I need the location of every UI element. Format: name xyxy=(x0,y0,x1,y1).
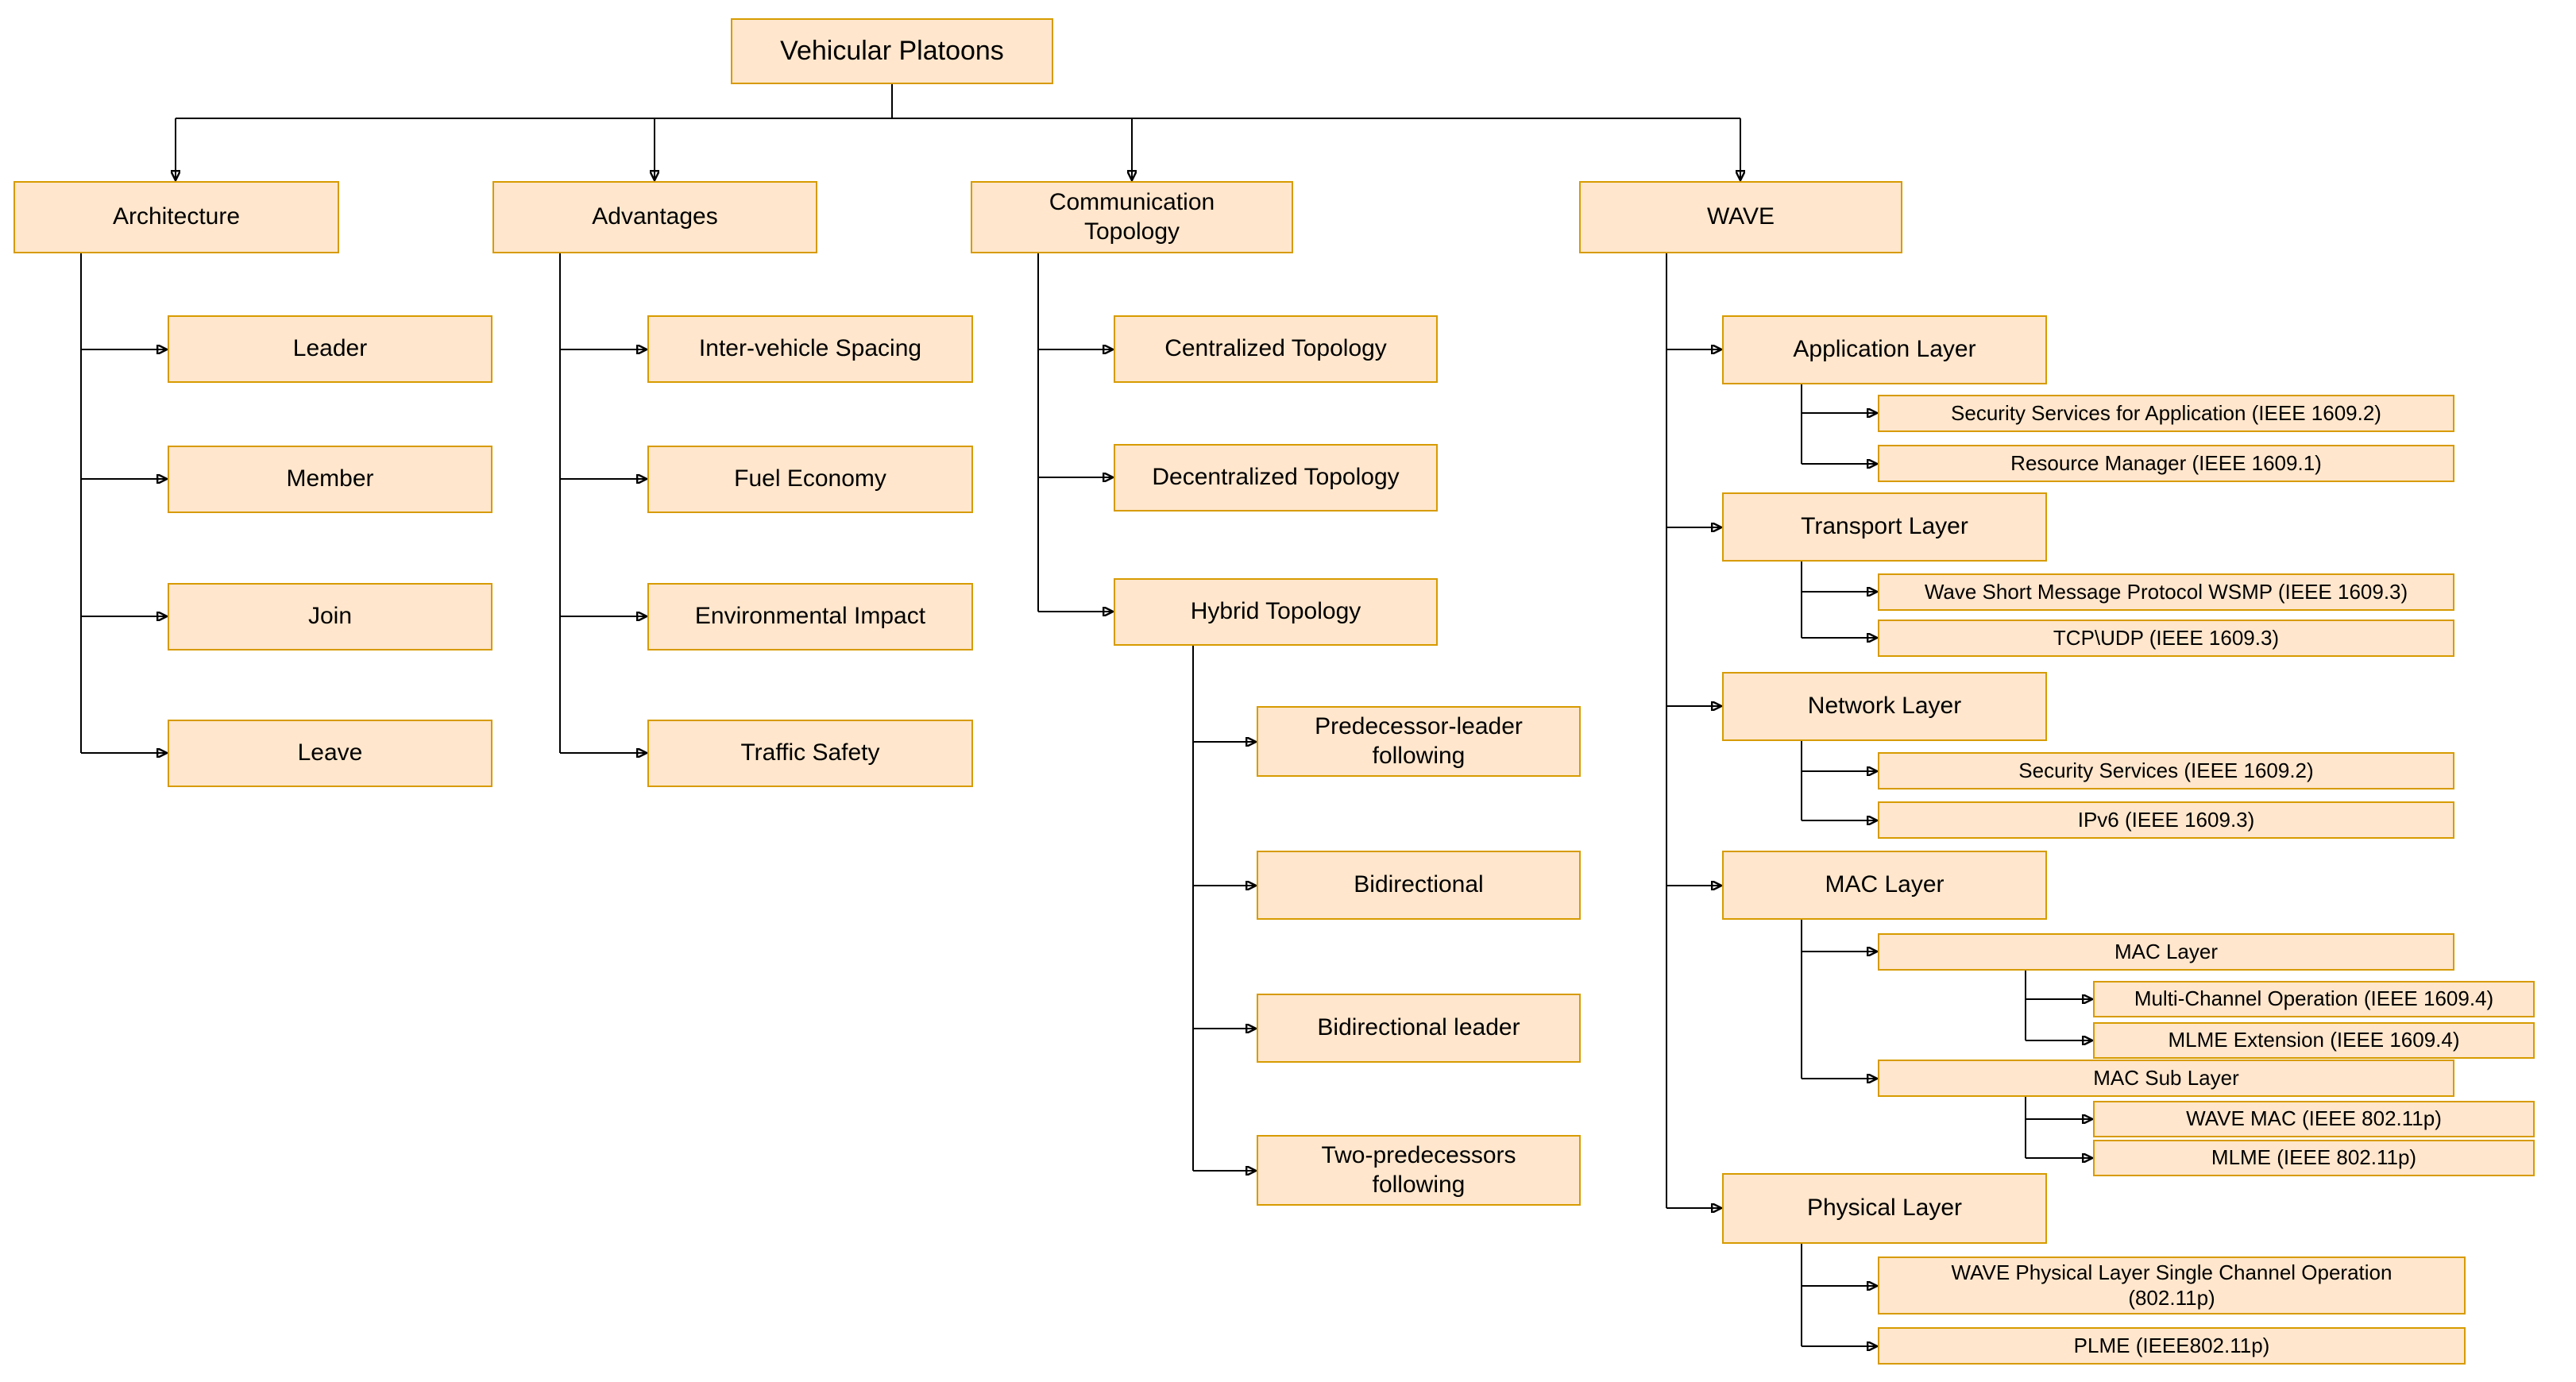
node-ipv6: IPv6 (IEEE 1609.3) xyxy=(1878,801,2454,839)
node-mac-layer-sub: MAC Layer xyxy=(1878,933,2454,971)
node-multi-channel-operation: Multi-Channel Operation (IEEE 1609.4) xyxy=(2093,981,2535,1017)
node-inter-vehicle-spacing: Inter-vehicle Spacing xyxy=(647,315,973,383)
node-wsmp: Wave Short Message Protocol WSMP (IEEE 1… xyxy=(1878,573,2454,611)
node-physical-layer: Physical Layer xyxy=(1722,1173,2047,1244)
node-transport-layer: Transport Layer xyxy=(1722,492,2047,562)
node-mlme: MLME (IEEE 802.11p) xyxy=(2093,1140,2535,1176)
node-tcp-udp: TCP\UDP (IEEE 1609.3) xyxy=(1878,620,2454,657)
node-communication-topology: Communication Topology xyxy=(971,181,1293,253)
node-mac-layer: MAC Layer xyxy=(1722,851,2047,920)
node-vehicular-platoons: Vehicular Platoons xyxy=(731,18,1053,84)
node-plme: PLME (IEEE802.11p) xyxy=(1878,1327,2466,1365)
node-architecture: Architecture xyxy=(14,181,339,253)
node-resource-manager: Resource Manager (IEEE 1609.1) xyxy=(1878,445,2454,482)
node-mlme-extension: MLME Extension (IEEE 1609.4) xyxy=(2093,1022,2535,1059)
node-advantages: Advantages xyxy=(492,181,817,253)
node-application-layer: Application Layer xyxy=(1722,315,2047,384)
node-leave: Leave xyxy=(168,720,492,787)
node-leader: Leader xyxy=(168,315,492,383)
node-wave-physical-single-channel: WAVE Physical Layer Single Channel Opera… xyxy=(1878,1257,2466,1314)
node-decentralized-topology: Decentralized Topology xyxy=(1114,444,1438,511)
node-environmental-impact: Environmental Impact xyxy=(647,583,973,650)
node-two-predecessors-following: Two-predecessors following xyxy=(1257,1135,1581,1206)
node-member: Member xyxy=(168,446,492,513)
node-centralized-topology: Centralized Topology xyxy=(1114,315,1438,383)
node-traffic-safety: Traffic Safety xyxy=(647,720,973,787)
node-hybrid-topology: Hybrid Topology xyxy=(1114,578,1438,646)
node-network-layer: Network Layer xyxy=(1722,672,2047,741)
node-predecessor-leader-following: Predecessor-leader following xyxy=(1257,706,1581,777)
node-fuel-economy: Fuel Economy xyxy=(647,446,973,513)
node-join: Join xyxy=(168,583,492,650)
node-bidirectional: Bidirectional xyxy=(1257,851,1581,920)
node-security-services: Security Services (IEEE 1609.2) xyxy=(1878,752,2454,789)
node-bidirectional-leader: Bidirectional leader xyxy=(1257,994,1581,1063)
node-wave: WAVE xyxy=(1579,181,1902,253)
node-mac-sub-layer: MAC Sub Layer xyxy=(1878,1060,2454,1097)
node-security-services-application: Security Services for Application (IEEE … xyxy=(1878,395,2454,432)
node-wave-mac: WAVE MAC (IEEE 802.11p) xyxy=(2093,1101,2535,1137)
